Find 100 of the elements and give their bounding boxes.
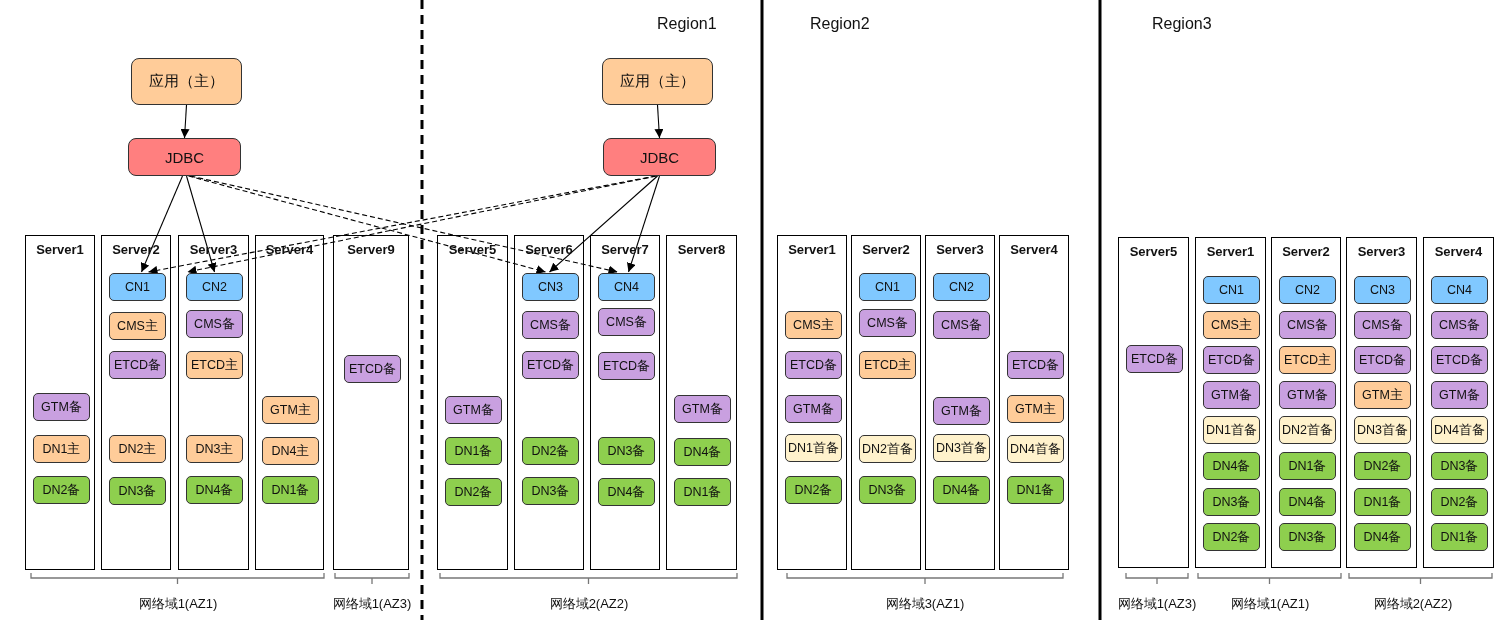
component-box: DN4备: [933, 476, 990, 504]
component-box: CN1: [859, 273, 916, 301]
component-box: ETCD备: [1431, 346, 1488, 374]
component-box: CN3: [522, 273, 579, 301]
zone-label: 网络域1(AZ1): [138, 595, 218, 613]
component-box: GTM主: [1354, 381, 1411, 409]
component-box: DN4备: [1279, 488, 1336, 516]
component-box: GTM备: [1431, 381, 1488, 409]
component-box: DN1首备: [1203, 416, 1260, 444]
process-box: 应用（主）: [131, 58, 242, 105]
component-box: GTM备: [933, 397, 990, 425]
component-box: DN3首备: [933, 434, 990, 462]
component-box: DN2备: [1431, 488, 1488, 516]
component-box: DN4首备: [1431, 416, 1488, 444]
server-box: [255, 235, 324, 570]
process-box: JDBC: [128, 138, 241, 176]
component-box: CMS备: [933, 311, 990, 339]
server-box: [851, 235, 921, 570]
component-box: ETCD备: [598, 352, 655, 380]
component-box: CN4: [598, 273, 655, 301]
server-label: Server4: [1433, 244, 1484, 259]
server-box: [333, 235, 409, 570]
server-label: Server3: [935, 242, 985, 257]
component-box: CMS主: [109, 312, 166, 340]
component-box: ETCD主: [1279, 346, 1336, 374]
component-box: GTM备: [33, 393, 90, 421]
component-box: DN4首备: [1007, 435, 1064, 463]
component-box: ETCD备: [1126, 345, 1183, 373]
component-box: ETCD备: [1203, 346, 1260, 374]
component-box: GTM备: [1279, 381, 1336, 409]
server-box: [25, 235, 95, 570]
arrow: [187, 175, 547, 274]
component-box: DN1备: [1431, 523, 1488, 551]
component-box: CN2: [1279, 276, 1336, 304]
server-box: [178, 235, 249, 570]
server-box: [999, 235, 1069, 570]
component-box: DN1备: [445, 437, 502, 465]
component-box: DN3首备: [1354, 416, 1411, 444]
zone-label: 网络域1(AZ3): [1117, 595, 1197, 613]
component-box: DN1首备: [785, 434, 842, 462]
component-box: DN3主: [186, 435, 243, 463]
component-box: GTM备: [674, 395, 731, 423]
server-label: Server1: [787, 242, 837, 257]
server-label: Server3: [1356, 244, 1407, 259]
region-label: Region3: [1152, 15, 1212, 33]
component-box: ETCD主: [859, 351, 916, 379]
component-box: DN2备: [522, 437, 579, 465]
component-box: CMS备: [1279, 311, 1336, 339]
arrow: [180, 104, 190, 139]
server-box: [1346, 237, 1417, 568]
server-label: Server5: [1128, 244, 1179, 259]
server-label: Server4: [1009, 242, 1059, 257]
component-box: DN1备: [674, 478, 731, 506]
component-box: DN1备: [262, 476, 319, 504]
server-label: Server1: [1205, 244, 1256, 259]
component-box: DN4备: [1203, 452, 1260, 480]
component-box: GTM主: [262, 396, 319, 424]
component-box: DN4备: [598, 478, 655, 506]
component-box: DN2备: [445, 478, 502, 506]
component-box: DN3备: [1279, 523, 1336, 551]
zone-label: 网络域1(AZ1): [1230, 595, 1310, 613]
zone-label: 网络域2(AZ2): [1373, 595, 1453, 613]
component-box: DN3备: [859, 476, 916, 504]
server-box: [666, 235, 737, 570]
component-box: DN3备: [1203, 488, 1260, 516]
component-box: DN2首备: [1279, 416, 1336, 444]
component-box: DN2备: [33, 476, 90, 504]
component-box: DN3备: [598, 437, 655, 465]
component-box: GTM备: [785, 395, 842, 423]
component-box: DN2备: [1354, 452, 1411, 480]
zone-label: 网络域3(AZ1): [885, 595, 965, 613]
component-box: CN3: [1354, 276, 1411, 304]
server-box: [101, 235, 171, 570]
server-label: Server9: [346, 242, 396, 257]
component-box: DN2备: [785, 476, 842, 504]
component-box: CN1: [1203, 276, 1260, 304]
component-box: DN1主: [33, 435, 90, 463]
component-box: CMS备: [522, 311, 579, 339]
arrow: [654, 104, 664, 139]
component-box: CN4: [1431, 276, 1488, 304]
server-label: Server8: [676, 242, 727, 257]
server-label: Server1: [35, 242, 85, 257]
component-box: GTM备: [1203, 381, 1260, 409]
component-box: DN2备: [1203, 523, 1260, 551]
component-box: CN2: [933, 273, 990, 301]
component-box: CMS备: [859, 309, 916, 337]
component-box: DN1备: [1279, 452, 1336, 480]
component-box: ETCD备: [522, 351, 579, 379]
component-box: ETCD备: [785, 351, 842, 379]
server-label: Server2: [1281, 244, 1331, 259]
region-label: Region1: [657, 15, 717, 33]
component-box: ETCD备: [109, 351, 166, 379]
component-box: DN1备: [1354, 488, 1411, 516]
server-box: [925, 235, 995, 570]
component-box: CMS备: [1431, 311, 1488, 339]
component-box: ETCD备: [1007, 351, 1064, 379]
server-box: [777, 235, 847, 570]
server-box: [590, 235, 660, 570]
component-box: CMS备: [1354, 311, 1411, 339]
component-box: DN3备: [1431, 452, 1488, 480]
